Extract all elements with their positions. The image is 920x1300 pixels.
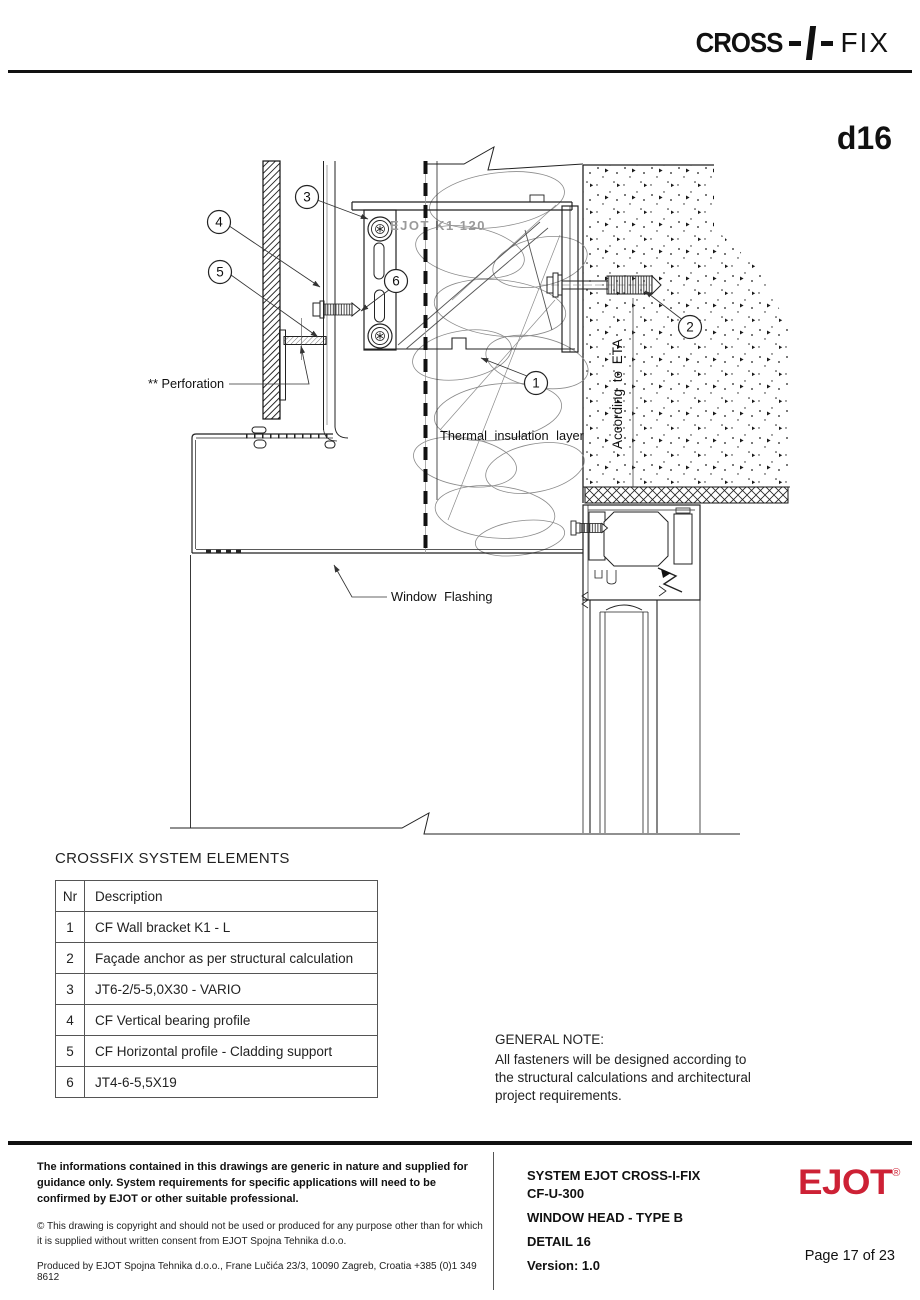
- row-nr: 1: [55, 911, 85, 943]
- callout-1: 1: [523, 370, 549, 396]
- footer-system-line1: SYSTEM EJOT CROSS-I-FIX: [527, 1168, 701, 1183]
- svg-text:1: 1: [532, 376, 540, 391]
- table-row: 1 CF Wall bracket K1 - L: [55, 911, 378, 943]
- row-description: JT6-2/5-5,0X30 - VARIO: [84, 973, 378, 1005]
- facade-anchor: [540, 272, 662, 298]
- callout-5: 5: [207, 259, 233, 285]
- leader-lines: [229, 200, 683, 598]
- row-description: Façade anchor as per structural calculat…: [84, 942, 378, 974]
- general-note: GENERAL NOTE: All fasteners will be desi…: [495, 1031, 753, 1105]
- footer-version-line: Version: 1.0: [527, 1258, 600, 1273]
- page-number: Page 17 of 23: [804, 1248, 895, 1264]
- svg-text:6: 6: [392, 274, 400, 289]
- table-row: 4 CF Vertical bearing profile: [55, 1004, 378, 1036]
- crossfix-logo-cross-text: CROSS: [695, 27, 783, 58]
- row-description: CF Wall bracket K1 - L: [84, 911, 378, 943]
- table-header-row: Nr Description: [55, 880, 378, 912]
- crossfix-logo-fix-text: FIX: [840, 27, 890, 58]
- row-nr: 6: [55, 1066, 85, 1098]
- row-nr: 3: [55, 973, 85, 1005]
- torx-screw-upper: [367, 216, 393, 242]
- general-note-title: GENERAL NOTE:: [495, 1032, 605, 1047]
- crossfix-logo: CROSS FIX: [688, 24, 890, 62]
- row-nr: 2: [55, 942, 85, 974]
- table-row: 6 JT4-6-5,5X19: [55, 1066, 378, 1098]
- callout-2: 2: [677, 314, 703, 340]
- footer-drawing-title: WINDOW HEAD - TYPE B: [527, 1210, 683, 1225]
- callout-3: 3: [294, 184, 320, 210]
- footer-rule: [8, 1141, 912, 1145]
- table-row: 3 JT6-2/5-5,0X30 - VARIO: [55, 973, 378, 1005]
- row-description: CF Vertical bearing profile: [84, 1004, 378, 1036]
- window-flashing: [191, 426, 583, 554]
- bracket-embossed-marking: EJOT K1 120: [390, 218, 486, 233]
- eta-reference: According to ETA: [610, 298, 634, 487]
- footer-title-block: SYSTEM EJOT CROSS-I-FIX CF-U-300 WINDOW …: [527, 1168, 700, 1276]
- jt4-screw: [312, 300, 361, 319]
- insulation-boundary: [423, 161, 438, 553]
- cladding-panel: [262, 160, 281, 420]
- vertical-profile: [323, 161, 349, 442]
- table-title: CROSSFIX SYSTEM ELEMENTS: [55, 850, 290, 867]
- detail-code: d16: [836, 120, 892, 156]
- row-nr: 4: [55, 1004, 85, 1036]
- column-header-nr: Nr: [55, 880, 85, 912]
- system-elements-table: Nr Description 1 CF Wall bracket K1 - L …: [55, 880, 378, 1098]
- drawing-labels: ** Perforation Thermal insulation layer …: [148, 376, 585, 604]
- registered-mark: ®: [891, 1167, 900, 1179]
- callout-bubbles: 3 4 5 6 1: [206, 184, 703, 396]
- svg-text:4: 4: [215, 215, 223, 230]
- torx-screw-lower: [367, 323, 393, 349]
- insulation-strands: [412, 171, 589, 557]
- footer-produced-by: Produced by EJOT Spojna Tehnika d.o.o., …: [37, 1260, 477, 1283]
- eta-label: According to ETA: [610, 339, 625, 449]
- footer-detail-line: DETAIL 16: [527, 1234, 591, 1249]
- system-elements-section: CROSSFIX SYSTEM ELEMENTS Nr Description …: [55, 850, 385, 1098]
- row-description: JT4-6-5,5X19: [84, 1066, 378, 1098]
- ejot-logo: EJOT®: [798, 1163, 900, 1202]
- break-line-bottom: [170, 555, 740, 835]
- footer-divider: [493, 1152, 494, 1290]
- table-row: 2 Façade anchor as per structural calcul…: [55, 942, 378, 974]
- window-flashing-label: Window Flashing: [391, 589, 492, 604]
- perforation-label: ** Perforation: [148, 376, 224, 391]
- horizontal-profile: [279, 318, 327, 401]
- break-line-top: [425, 145, 584, 171]
- footer-disclaimer: The informations contained in this drawi…: [37, 1161, 468, 1205]
- crossfix-anchor-icon: [789, 24, 834, 62]
- table-row: 5 CF Horizontal profile - Cladding suppo…: [55, 1035, 378, 1067]
- svg-text:2: 2: [686, 320, 694, 335]
- window-frame: [570, 504, 701, 601]
- frame-screw: [570, 520, 609, 536]
- svg-text:5: 5: [216, 265, 224, 280]
- footer-copyright: © This drawing is copyright and should n…: [37, 1220, 483, 1247]
- callout-4: 4: [206, 209, 232, 235]
- header-rule: [8, 70, 912, 73]
- glazing-gasket: [657, 567, 683, 593]
- callout-6: 6: [383, 268, 409, 294]
- mortar-joint: [584, 486, 789, 504]
- svg-text:3: 3: [303, 190, 311, 205]
- general-note-body: All fasteners will be designed according…: [495, 1051, 751, 1103]
- concrete-wall: [582, 164, 790, 503]
- column-header-description: Description: [84, 880, 378, 912]
- thermal-insulation-label: Thermal insulation layer: [440, 428, 585, 443]
- technical-drawing: EJOT K1 120: [148, 145, 790, 835]
- row-description: CF Horizontal profile - Cladding support: [84, 1035, 378, 1067]
- footer-system-line2: CF-U-300: [527, 1186, 585, 1201]
- window-sash: [581, 585, 701, 833]
- wall-bracket-k1: EJOT K1 120: [351, 194, 579, 353]
- row-nr: 5: [55, 1035, 85, 1067]
- footer-legal: The informations contained in this drawi…: [37, 1160, 487, 1283]
